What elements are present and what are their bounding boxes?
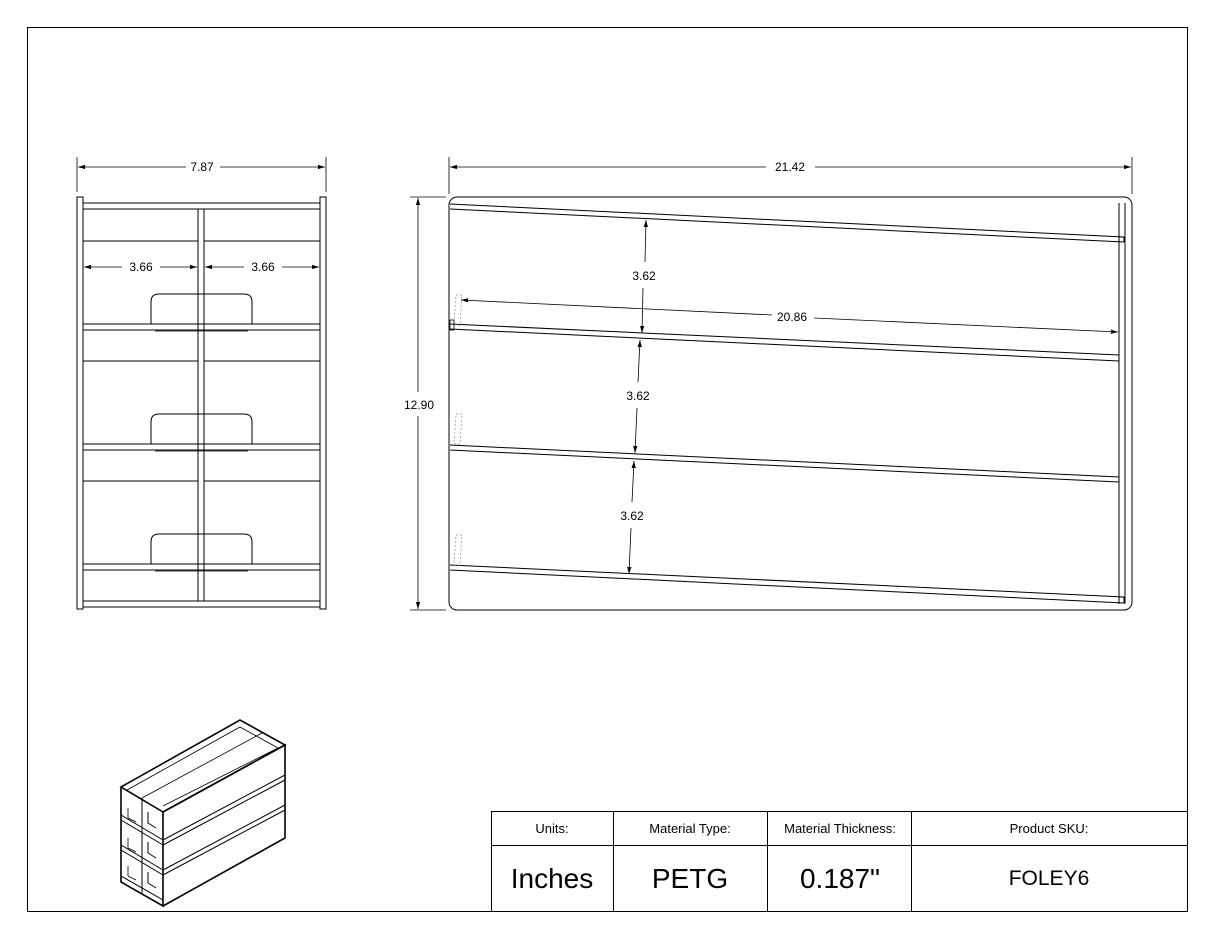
spacing-label-2: 3.62 xyxy=(626,389,650,403)
spacing-label-3: 3.62 xyxy=(620,509,644,523)
spacing-label-1: 3.62 xyxy=(632,269,656,283)
shelf-length-dim-line-left xyxy=(460,298,773,316)
front-view: 7.87 3.66 3.66 xyxy=(76,157,327,610)
isometric-view xyxy=(119,719,287,908)
title-block: Units: Material Type: Material Thickness… xyxy=(491,811,1188,912)
shelf-length-label: 20.86 xyxy=(777,310,807,324)
spacing-dim-arrow xyxy=(640,287,645,334)
front-shelf xyxy=(82,563,321,571)
side-shelf xyxy=(449,323,1120,362)
front-label-tab xyxy=(150,293,253,324)
material-thickness-label: Material Thickness: xyxy=(784,821,896,836)
iso-top-inner xyxy=(126,726,279,807)
side-front-notch xyxy=(449,319,455,331)
side-front-lip xyxy=(453,294,463,326)
iso-front-shelf xyxy=(120,844,164,876)
iso-shelf-edge xyxy=(162,804,286,876)
title-block-frame xyxy=(491,811,1188,912)
iso-shelf-edge xyxy=(162,774,286,846)
front-width-label: 7.87 xyxy=(190,160,214,174)
side-width-label: 21.42 xyxy=(775,160,805,174)
spacing-dim-arrow xyxy=(627,527,632,575)
spacing-dim-arrow xyxy=(633,407,638,454)
spacing-dim-arrow xyxy=(643,219,648,263)
iso-front-shelf xyxy=(120,875,164,901)
side-front-lip xyxy=(453,534,463,566)
iso-label-tab xyxy=(127,808,137,881)
units-value: Inches xyxy=(511,863,594,894)
front-shelf xyxy=(82,443,321,451)
side-shelf xyxy=(449,444,1120,483)
front-right-post xyxy=(319,196,327,610)
material-type-label: Material Type: xyxy=(649,821,730,836)
material-type-value: PETG xyxy=(652,863,728,894)
shelf-length-dim-line-right xyxy=(813,317,1119,334)
front-label-tab xyxy=(150,413,253,444)
side-height-label: 12.90 xyxy=(404,398,434,412)
spacing-dim-arrow xyxy=(631,460,636,503)
side-panel-outline xyxy=(448,196,1133,611)
material-thickness-value: 0.187" xyxy=(800,863,880,894)
front-right-compartment-label: 3.66 xyxy=(251,260,275,274)
side-shelf xyxy=(449,203,1125,243)
side-front-lip xyxy=(453,413,463,445)
front-left-post xyxy=(76,196,84,610)
product-sku-value: FOLEY6 xyxy=(1009,867,1090,890)
front-shelf xyxy=(82,323,321,331)
iso-side-face xyxy=(162,743,286,907)
front-left-compartment-label: 3.66 xyxy=(129,260,153,274)
product-sku-label: Product SKU: xyxy=(1010,821,1089,836)
units-label: Units: xyxy=(535,821,568,836)
side-shelf xyxy=(449,564,1125,604)
front-center-divider xyxy=(197,208,205,602)
front-label-tab xyxy=(150,533,253,564)
iso-front-shelf xyxy=(120,814,164,846)
spacing-dim-arrow xyxy=(637,339,642,383)
iso-label-tab xyxy=(147,812,157,889)
iso-top-divider xyxy=(141,732,263,799)
front-base xyxy=(82,600,321,608)
side-view: 21.42 12.90 20.86 3.62 3.62 xyxy=(404,157,1133,611)
